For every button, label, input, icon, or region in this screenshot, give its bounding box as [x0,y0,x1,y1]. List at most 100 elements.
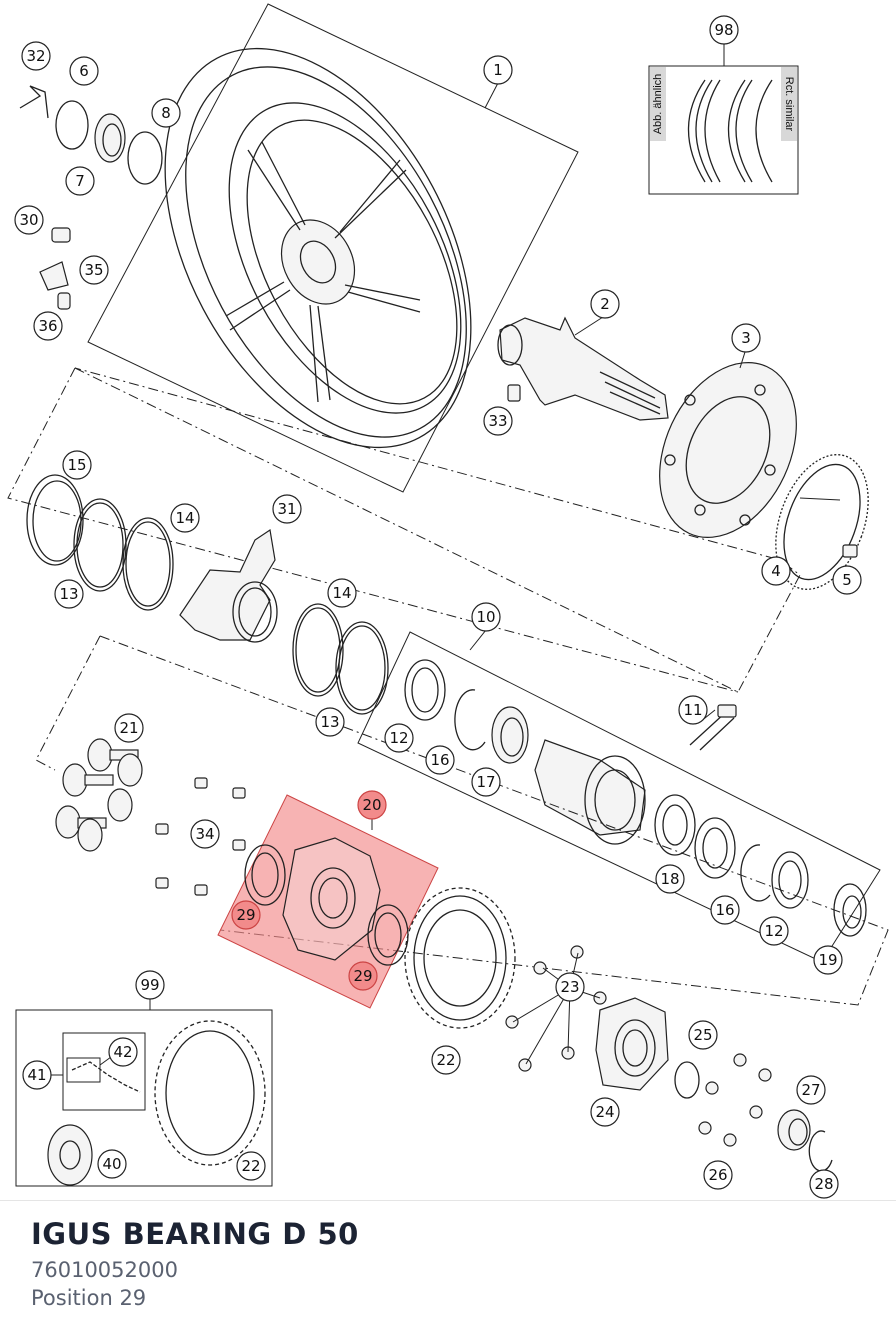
svg-text:32: 32 [26,47,45,65]
callout-6[interactable]: 6 [69,56,99,86]
callout-20[interactable]: 20 [357,790,387,820]
callout-41[interactable]: 41 [22,1060,52,1090]
svg-text:29: 29 [353,967,372,985]
brake-disc [659,361,797,539]
wheel-group [87,3,579,493]
svg-text:24: 24 [595,1103,614,1121]
callout-27[interactable]: 27 [796,1075,826,1105]
sprocket-22 [404,887,516,1029]
part-info-panel: IGUS BEARING D 50 76010052000 Position 2… [0,1200,896,1336]
callout-21[interactable]: 21 [114,713,144,743]
callout-40[interactable]: 40 [97,1149,127,1179]
callout-28[interactable]: 28 [809,1169,839,1199]
rings-left [26,474,389,715]
svg-text:17: 17 [476,773,495,791]
svg-text:25: 25 [693,1026,712,1044]
svg-text:2: 2 [600,295,610,313]
callout-33[interactable]: 33 [483,406,513,436]
callout-7[interactable]: 7 [65,166,95,196]
callout-11[interactable]: 11 [678,695,708,725]
svg-text:16: 16 [715,901,734,919]
exploded-parts-diagram: Abb. ähnlich Rct. similar 1 2 3 4 5 6 7 … [7,3,889,1199]
callout-1[interactable]: 1 [483,55,513,85]
callout-14b[interactable]: 14 [327,578,357,608]
svg-text:40: 40 [102,1155,121,1173]
leader-lines [51,44,841,1076]
svg-text:6: 6 [79,62,89,80]
callout-12[interactable]: 12 [384,723,414,753]
svg-text:1: 1 [493,61,503,79]
bolts-34 [155,777,246,896]
drive-hub-group [357,631,881,963]
svg-text:30: 30 [19,211,38,229]
svg-text:34: 34 [195,825,214,843]
callout-26[interactable]: 26 [703,1160,733,1190]
svg-text:12: 12 [389,729,408,747]
svg-text:13: 13 [59,585,78,603]
callout-35[interactable]: 35 [79,255,109,285]
svg-text:15: 15 [67,456,86,474]
callout-31[interactable]: 31 [272,494,302,524]
svg-text:22: 22 [436,1051,455,1069]
caliper-carrier [179,528,278,643]
svg-text:3: 3 [741,329,751,347]
callout-10[interactable]: 10 [471,602,501,632]
callout-24[interactable]: 24 [590,1097,620,1127]
callout-4[interactable]: 4 [761,556,791,586]
svg-text:4: 4 [771,562,781,580]
svg-text:7: 7 [75,172,85,190]
callout-2[interactable]: 2 [590,289,620,319]
part-number: 76010052000 [31,1258,178,1282]
callout-99[interactable]: 99 [135,970,165,1000]
chain-kit-group [15,1009,273,1187]
small-parts-top-left [19,85,858,558]
callout-32[interactable]: 32 [21,41,51,71]
callout-36[interactable]: 36 [33,311,63,341]
callout-16[interactable]: 16 [425,745,455,775]
callout-23[interactable]: 23 [555,972,585,1002]
callout-13[interactable]: 13 [54,579,84,609]
svg-text:12: 12 [764,922,783,940]
svg-text:27: 27 [801,1081,820,1099]
callout-3[interactable]: 3 [731,323,761,353]
callout-30[interactable]: 30 [14,205,44,235]
nuts-23 [505,945,607,1072]
callout-15[interactable]: 15 [62,450,92,480]
callout-42[interactable]: 42 [108,1037,138,1067]
svg-text:41: 41 [27,1066,46,1084]
callout-19[interactable]: 19 [813,945,843,975]
callout-5[interactable]: 5 [832,565,862,595]
callout-18[interactable]: 18 [655,864,685,894]
callout-22[interactable]: 22 [431,1045,461,1075]
callout-22b[interactable]: 22 [236,1151,266,1181]
part-position: Position 29 [31,1286,147,1310]
callout-12b[interactable]: 12 [759,916,789,946]
svg-text:26: 26 [708,1166,727,1184]
highlighted-sprocket-carrier[interactable] [217,794,439,1009]
svg-text:42: 42 [113,1043,132,1061]
svg-text:20: 20 [362,796,381,814]
callout-14[interactable]: 14 [170,503,200,533]
callout-29[interactable]: 29 [231,900,261,930]
svg-text:16: 16 [430,751,449,769]
callout-29b[interactable]: 29 [348,961,378,991]
svg-text:35: 35 [84,261,103,279]
svg-text:19: 19 [818,951,837,969]
note-similar-de: Abb. ähnlich [652,74,664,135]
svg-text:98: 98 [714,21,733,39]
callout-25[interactable]: 25 [688,1020,718,1050]
callout-13b[interactable]: 13 [315,707,345,737]
svg-text:31: 31 [277,500,296,518]
svg-text:18: 18 [660,870,679,888]
svg-text:13: 13 [320,713,339,731]
svg-text:33: 33 [488,412,507,430]
svg-text:11: 11 [683,701,702,719]
callout-16b[interactable]: 16 [710,895,740,925]
callout-34[interactable]: 34 [190,819,220,849]
carrier-24 [595,997,669,1091]
callout-8[interactable]: 8 [151,98,181,128]
svg-text:8: 8 [161,104,171,122]
svg-text:14: 14 [175,509,194,527]
callout-17[interactable]: 17 [471,767,501,797]
callout-98[interactable]: 98 [709,15,739,45]
